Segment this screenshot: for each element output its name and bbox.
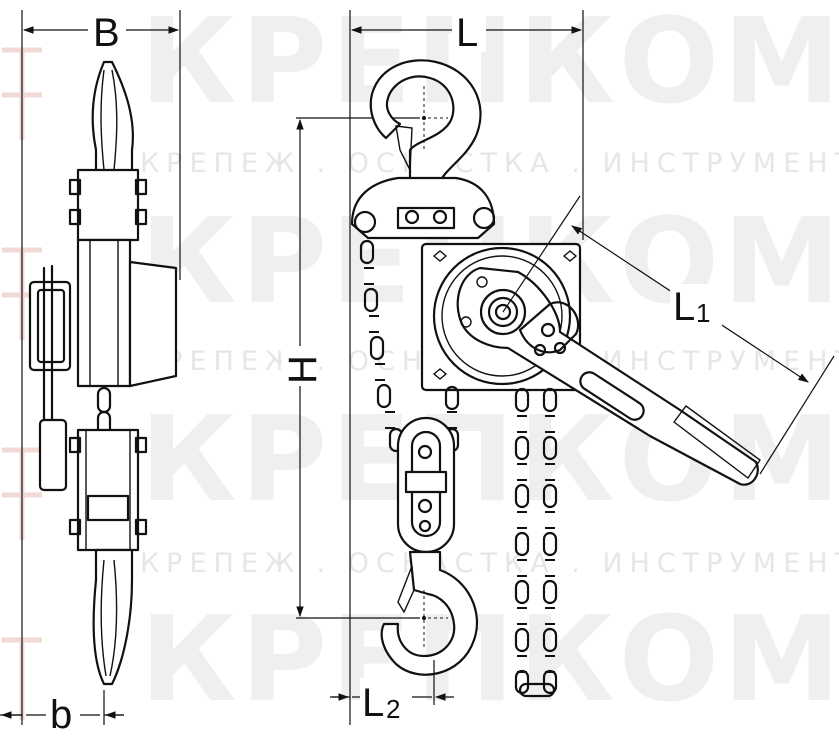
dim-L2-sub: 2: [386, 694, 400, 724]
dim-b-label: b: [50, 693, 72, 737]
watermark-tagline-3: КРЕПЕЖ . ОСНАСТКА . ИНСТРУМЕНТ: [140, 548, 839, 579]
front-hand-chain: [514, 387, 558, 698]
side-view: B b: [0, 10, 181, 737]
side-frame-top: [76, 168, 140, 242]
dim-L1-sub: 1: [696, 298, 710, 328]
watermark-tagline-1: КРЕПЕЖ . ОСНАСТКА . ИНСТРУМЕНТ: [140, 148, 839, 179]
front-gear-cover: [432, 246, 572, 386]
dim-B-label: B: [93, 11, 120, 55]
side-top-hook: [91, 60, 134, 180]
side-bottom-block: [76, 428, 140, 552]
dim-L-label: L: [456, 11, 478, 55]
watermark-brand-1: КРЕПКОМ: [140, 0, 839, 130]
watermark-brand-4: КРЕПКОМ: [140, 590, 839, 728]
front-top-hook: [369, 59, 482, 184]
dim-H-label: H: [281, 355, 325, 384]
front-bottom-hook: [380, 550, 479, 676]
dim-L2-label: L: [362, 681, 384, 725]
side-lever-hub: [28, 280, 72, 372]
side-body: [76, 238, 132, 388]
dim-L1-label: L: [673, 285, 695, 329]
front-view: L H: [281, 10, 835, 725]
